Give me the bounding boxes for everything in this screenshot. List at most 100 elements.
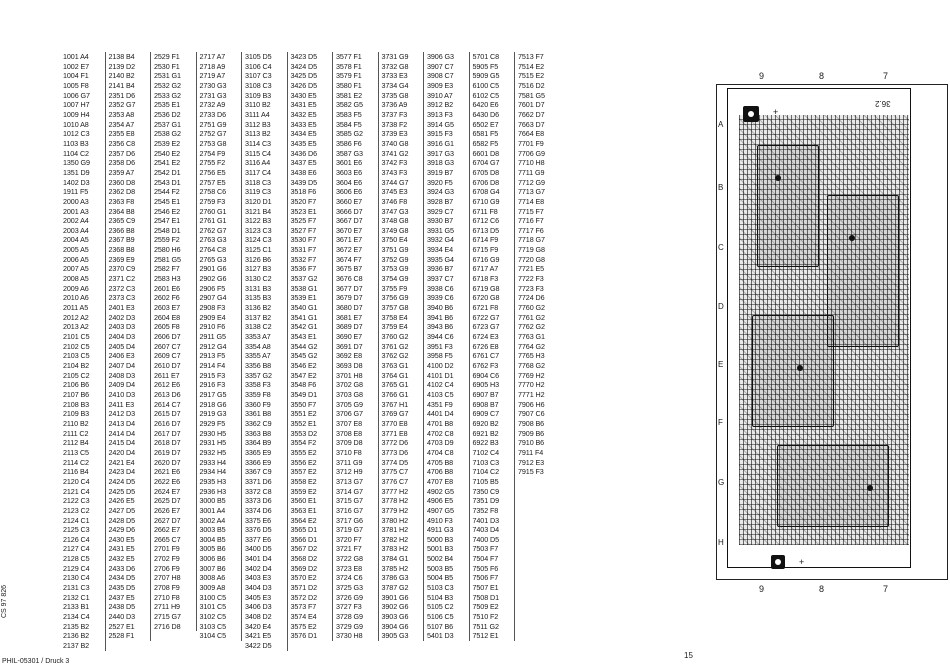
part-entry: 2364 B8 xyxy=(108,206,135,216)
part-entry: 3747 G3 xyxy=(381,206,409,216)
part-entry: 3939 C6 xyxy=(427,293,454,303)
part-entry: 2412 D3 xyxy=(108,409,136,419)
part-entry: 3103 C5 xyxy=(199,621,227,631)
part-entry: 3361 B8 xyxy=(245,409,272,419)
part-entry: 4702 C8 xyxy=(427,428,454,438)
part-entry: 2414 D4 xyxy=(108,428,136,438)
part-entry: 3712 H9 xyxy=(336,467,363,477)
part-entry: 3403 E3 xyxy=(245,573,272,583)
part-entry: 3360 F9 xyxy=(245,399,271,409)
part-entry: 2004 A5 xyxy=(63,235,89,245)
part-entry: 3710 F8 xyxy=(336,447,362,457)
part-entry: 3690 E7 xyxy=(336,332,363,342)
part-entry: 2616 D7 xyxy=(154,418,181,428)
part-entry: 3124 C3 xyxy=(245,235,272,245)
part-entry: 7712 G9 xyxy=(518,177,545,187)
part-entry: 3115 C4 xyxy=(245,148,271,158)
part-entry: 6922 B3 xyxy=(472,438,499,448)
part-entry: 3553 D2 xyxy=(290,428,318,438)
part-entry: 3708 E8 xyxy=(336,428,363,438)
part-entry: 2102 C5 xyxy=(63,341,90,351)
part-entry: 7664 E8 xyxy=(518,129,545,139)
part-entry: 7352 F8 xyxy=(472,505,499,515)
part-entry: 3958 F5 xyxy=(427,351,453,361)
part-entry: 3005 B6 xyxy=(199,544,226,554)
pcb-pad xyxy=(775,175,781,181)
part-entry: 1006 G7 xyxy=(63,90,90,100)
part-entry: 2606 D7 xyxy=(154,332,181,342)
part-entry: 3751 G9 xyxy=(381,245,409,255)
part-entry: 3101 C5 xyxy=(199,602,227,612)
part-entry: 3775 C7 xyxy=(381,467,409,477)
part-entry: 3689 D7 xyxy=(336,322,363,332)
part-entry: 3738 F2 xyxy=(381,119,408,129)
part-entry: 3405 E3 xyxy=(245,592,272,602)
part-entry: 3729 G9 xyxy=(336,621,363,631)
part-entry: 3362 C9 xyxy=(245,418,272,428)
part-entry: 2533 G2 xyxy=(154,90,181,100)
part-entry: 7761 G2 xyxy=(518,312,545,322)
part-entry: 7403 D4 xyxy=(472,525,500,535)
part-entry: 3716 G7 xyxy=(336,505,363,515)
part-entry: 3105 D5 xyxy=(245,52,272,61)
part-entry: 3435 E5 xyxy=(290,138,317,148)
part-entry: 6717 A7 xyxy=(472,264,499,274)
part-entry: 3733 E3 xyxy=(381,71,408,81)
part-entry: 3430 E5 xyxy=(290,90,317,100)
part-entry: 3366 E9 xyxy=(245,457,272,467)
part-entry: 2711 H9 xyxy=(154,602,180,612)
part-entry: 3406 D3 xyxy=(245,602,272,612)
part-entry: 3757 G8 xyxy=(381,303,409,313)
part-entry: 2913 F5 xyxy=(199,351,226,361)
part-entry: 2108 B3 xyxy=(63,399,90,409)
part-entry: 3373 D6 xyxy=(245,496,272,506)
part-entry: 6705 D8 xyxy=(472,167,500,177)
part-entry: 3001 A4 xyxy=(199,505,226,515)
part-entry: 3572 D2 xyxy=(290,592,318,602)
part-entry: 4100 D2 xyxy=(427,361,454,370)
pcb-pad xyxy=(849,235,855,241)
part-entry: 1911 F5 xyxy=(63,187,89,197)
part-entry: 7907 C6 xyxy=(518,409,545,419)
part-entry: 7706 G9 xyxy=(518,148,545,158)
part-entry: 3408 D2 xyxy=(245,612,272,622)
part-entry: 2545 E1 xyxy=(154,196,181,206)
part-entry: 2125 C3 xyxy=(63,525,90,535)
part-entry: 7915 F3 xyxy=(518,467,544,477)
part-entry: 2129 C4 xyxy=(63,563,90,573)
part-entry: 3556 E2 xyxy=(290,457,317,467)
part-entry: 2101 C5 xyxy=(63,332,90,342)
part-entry: 3787 G2 xyxy=(381,583,409,593)
part-entry: 2610 D7 xyxy=(154,361,181,370)
part-entry: 3006 B6 xyxy=(199,554,226,564)
part-entry: 5001 B3 xyxy=(427,544,454,554)
part-entry: 2755 F2 xyxy=(199,158,226,168)
part-entry: 6909 C7 xyxy=(472,409,500,419)
part-entry: 3767 H1 xyxy=(381,399,409,409)
part-entry: 3917 G3 xyxy=(427,148,454,158)
part-entry: 2530 F1 xyxy=(154,61,180,71)
part-entry: 3903 G6 xyxy=(381,612,409,622)
part-entry: 2104 B2 xyxy=(63,361,90,370)
part-entry: 2910 F6 xyxy=(199,322,226,332)
part-entry: 5002 B4 xyxy=(427,554,454,564)
part-entry: 3375 E6 xyxy=(245,515,272,525)
part-entry: 2662 E7 xyxy=(154,525,181,535)
part-entry: 3569 D2 xyxy=(290,563,318,573)
part-entry: 3742 F3 xyxy=(381,158,408,168)
part-entry: 2106 B6 xyxy=(63,380,90,390)
part-entry: 2351 D6 xyxy=(108,90,136,100)
part-entry: 3679 D7 xyxy=(336,293,363,303)
part-entry: 3400 D5 xyxy=(245,544,272,554)
part-entry: 3116 A4 xyxy=(245,158,271,168)
part-entry: 7769 H2 xyxy=(518,370,545,380)
part-entry: 2137 B2 xyxy=(63,641,90,651)
part-entry: 3781 H2 xyxy=(381,525,409,535)
part-entry: 2611 E7 xyxy=(154,370,180,380)
part-entry: 1351 D9 xyxy=(63,167,90,177)
part-entry: 3674 F7 xyxy=(336,254,362,264)
part-entry: 2542 D1 xyxy=(154,167,181,177)
part-entry: 6708 G4 xyxy=(472,187,500,197)
